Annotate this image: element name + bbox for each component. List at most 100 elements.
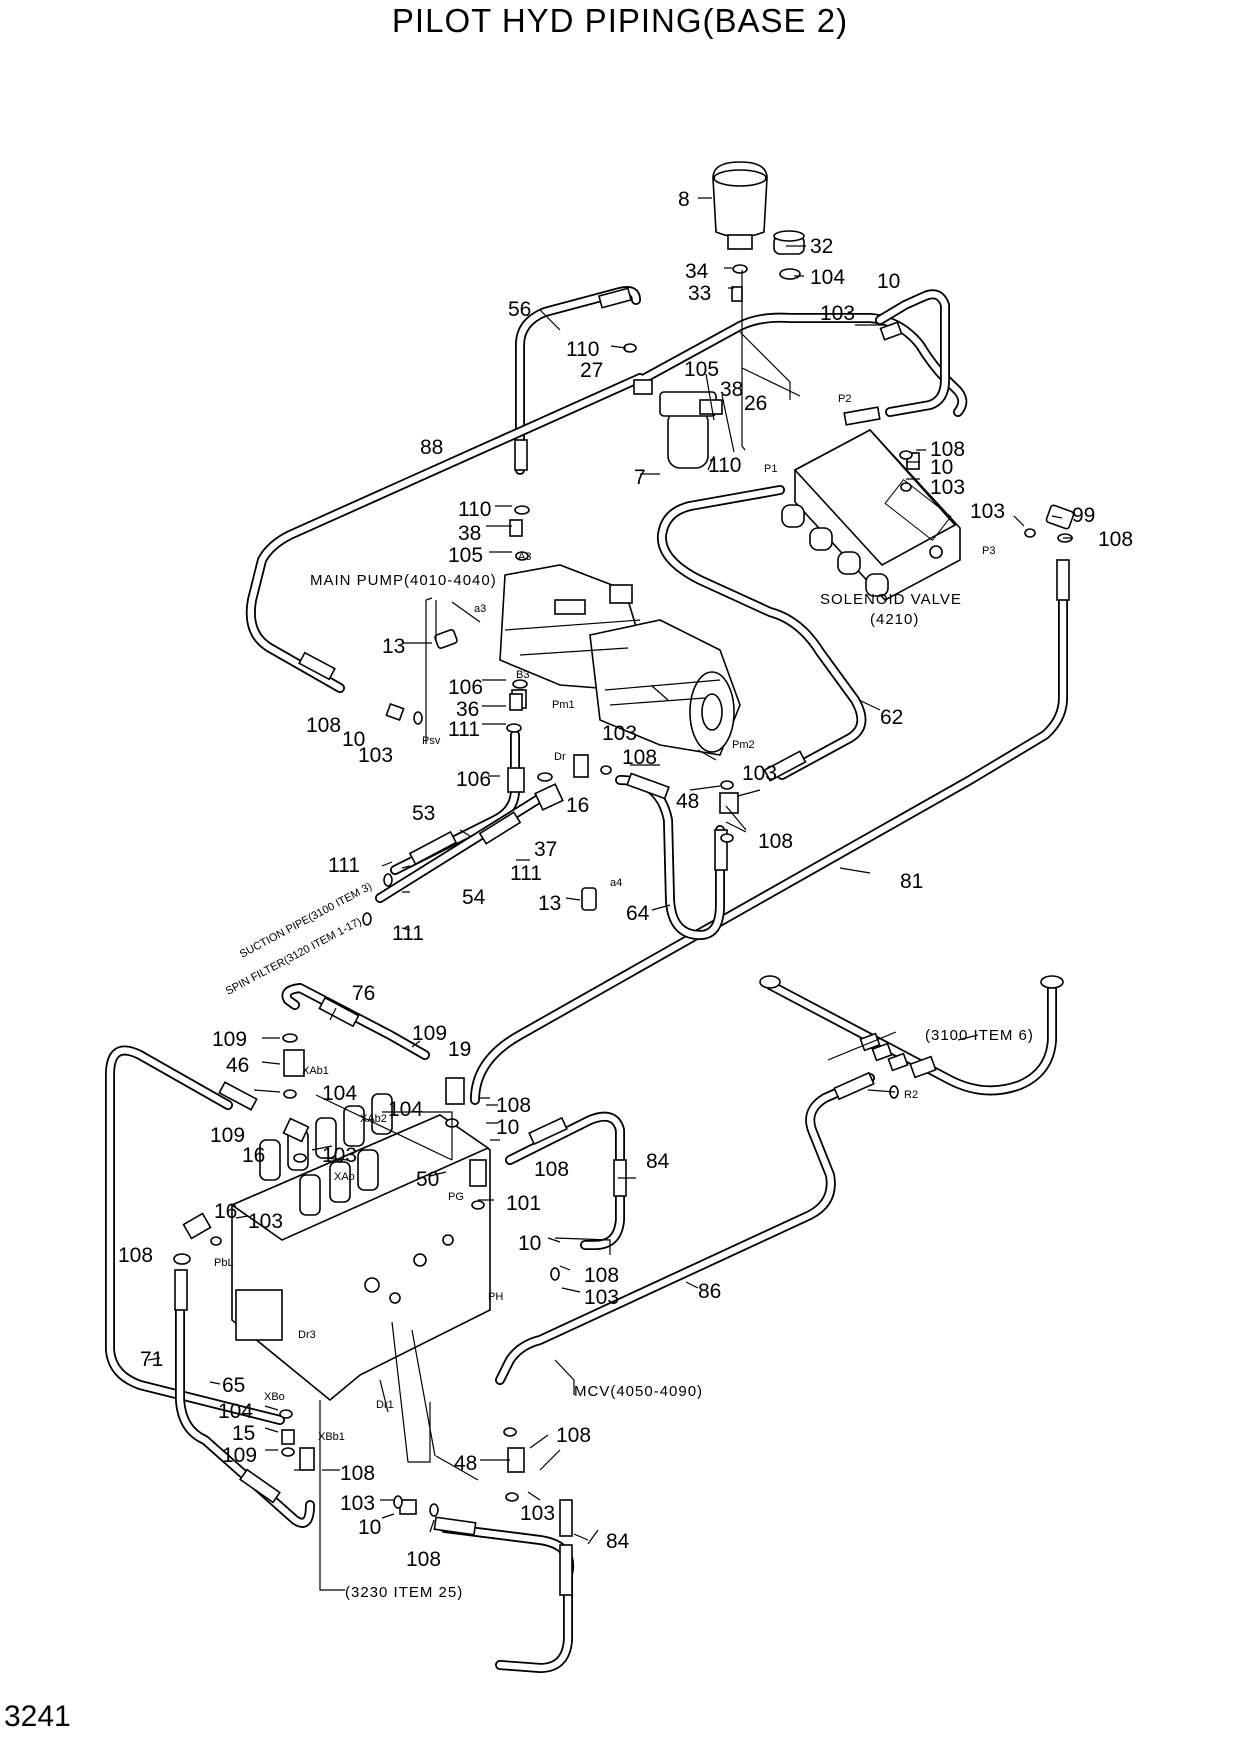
- callout: 103: [742, 762, 777, 785]
- callout: 38: [458, 522, 481, 545]
- callout: 10: [877, 270, 900, 293]
- callout: 109: [412, 1022, 447, 1045]
- callout: 111: [510, 862, 542, 885]
- callout: 10: [930, 456, 953, 479]
- callout: 108: [534, 1158, 569, 1181]
- callout: 103: [820, 302, 855, 325]
- port-label: P2: [838, 393, 851, 405]
- callout: 16: [214, 1200, 237, 1223]
- leader-lines: [147, 197, 1073, 1591]
- port-label: Dr1: [376, 1399, 394, 1411]
- hose-56-inner: [516, 287, 640, 474]
- port-label: P3: [982, 545, 995, 557]
- callout: 108: [1098, 528, 1133, 551]
- callout: 81: [900, 870, 923, 893]
- page-title: PILOT HYD PIPING(BASE 2): [391, 2, 849, 39]
- callout: 110: [708, 454, 741, 477]
- callout: 105: [448, 544, 483, 567]
- callout: 111: [448, 718, 480, 741]
- port-label: R2: [904, 1089, 918, 1101]
- port-label: PbL: [214, 1257, 234, 1269]
- callout: 103: [584, 1286, 619, 1309]
- callout: 108: [556, 1424, 591, 1447]
- callout: 103: [602, 722, 637, 745]
- callout: 48: [454, 1452, 477, 1475]
- callout: 104: [388, 1098, 423, 1121]
- callout: 106: [448, 676, 483, 699]
- part-callouts: 8 32 34 104 33 10 56 103 110 27 105 38 2…: [118, 188, 1133, 1571]
- callout: 111: [328, 854, 360, 877]
- callout: 103: [358, 744, 393, 767]
- callout: 99: [1072, 504, 1095, 527]
- callout: 101: [506, 1192, 541, 1215]
- callout: 104: [810, 266, 845, 289]
- port-label: a3: [474, 603, 486, 615]
- port-labels: P2 P1 P3 A3 a3 B3 Psv Pm1 Pm2 Dr a4 XAb1…: [214, 393, 995, 1443]
- callout: 26: [744, 392, 767, 415]
- callout: 46: [226, 1054, 249, 1077]
- callout: 8: [678, 188, 690, 211]
- callout: 56: [508, 298, 531, 321]
- callout: 109: [210, 1124, 245, 1147]
- callout: 84: [606, 1530, 630, 1553]
- callout: 104: [218, 1400, 253, 1423]
- callout: 15: [232, 1422, 255, 1445]
- port-label: XAb2: [360, 1113, 387, 1125]
- callout: 37: [534, 838, 557, 861]
- callout: 34: [685, 260, 709, 283]
- callout: 19: [448, 1038, 471, 1061]
- callout: 109: [222, 1444, 257, 1467]
- label-solenoid-valve-ref: (4210): [870, 611, 919, 628]
- callout: 38: [720, 378, 743, 401]
- callout: 110: [458, 498, 491, 521]
- callout: 7: [634, 466, 646, 489]
- port-label: XBb1: [318, 1431, 345, 1443]
- callout: 108: [758, 830, 793, 853]
- callout: 108: [118, 1244, 153, 1267]
- callout: 54: [462, 886, 486, 909]
- callout: 103: [322, 1144, 357, 1167]
- callout: 10: [518, 1232, 541, 1255]
- callout: 109: [212, 1028, 247, 1051]
- return-pipe-end: [759, 975, 781, 989]
- callout: 103: [930, 476, 965, 499]
- callout: 50: [416, 1168, 439, 1191]
- o-rings: [173, 264, 1073, 1517]
- callout: 71: [140, 1348, 163, 1371]
- port-label: Dr3: [298, 1329, 316, 1341]
- callout: 103: [340, 1492, 375, 1515]
- fittings: [182, 286, 1075, 1515]
- callout: 108: [930, 438, 965, 461]
- port-label: XAo: [334, 1171, 355, 1183]
- port-label: PH: [488, 1291, 503, 1303]
- callout: 105: [684, 358, 719, 381]
- page-number: 3241: [4, 1700, 71, 1733]
- port-label: Pm1: [552, 699, 575, 711]
- callout: 65: [222, 1374, 245, 1397]
- callout: 16: [566, 794, 589, 817]
- callout: 33: [688, 282, 711, 305]
- label-solenoid-valve: SOLENOID VALVE: [820, 591, 962, 608]
- solenoid-coils: [781, 479, 952, 597]
- callout: 84: [646, 1150, 670, 1173]
- port-label: Dr: [554, 751, 566, 763]
- port-label: a4: [610, 877, 622, 889]
- callout: 76: [352, 982, 375, 1005]
- accumulator: [712, 161, 768, 250]
- callout: 64: [626, 902, 650, 925]
- label-main-pump: MAIN PUMP(4010-4040): [310, 572, 497, 589]
- hoses: [105, 286, 1070, 1673]
- callout: 10: [496, 1116, 519, 1139]
- callout: 104: [322, 1082, 357, 1105]
- callout: 36: [456, 698, 479, 721]
- callout: 62: [880, 706, 903, 729]
- callout: 10: [342, 728, 365, 751]
- callout: 108: [306, 714, 341, 737]
- line-filter: [659, 391, 723, 469]
- cap-plug: [773, 230, 805, 255]
- port-label: Psv: [422, 735, 441, 747]
- port-label: B3: [516, 669, 529, 681]
- callout: 108: [340, 1462, 375, 1485]
- callout: 53: [412, 802, 435, 825]
